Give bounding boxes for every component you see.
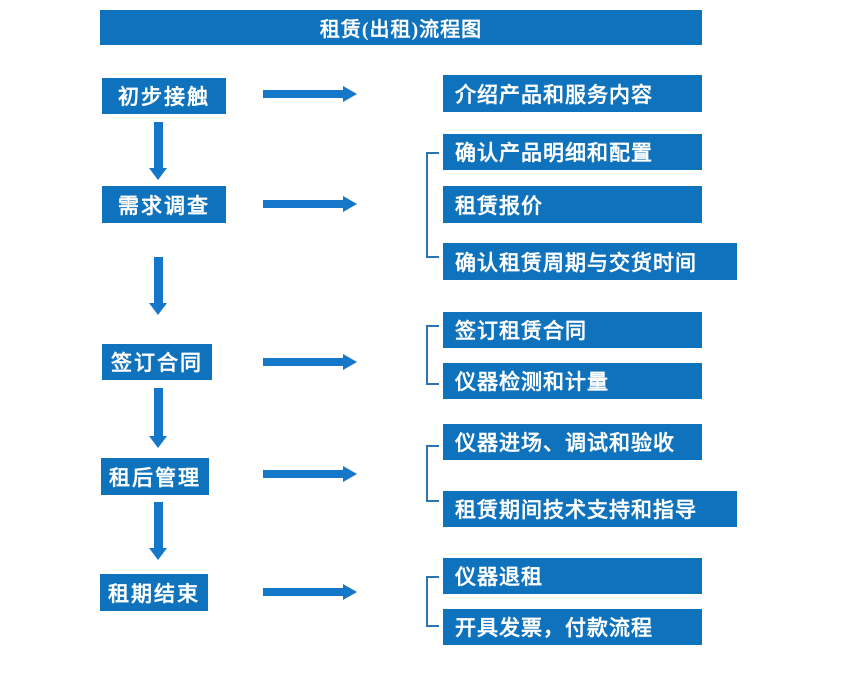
arrow-down-icon-2 (149, 257, 167, 315)
detail-box-instrument-setup: 仪器进场、调试和验收 (443, 424, 702, 460)
step-box-rental-end: 租期结束 (100, 574, 208, 611)
arrow-right-icon-3 (263, 354, 357, 370)
bracket-group-sign-contract (426, 325, 439, 385)
detail-box-invoice-payment: 开具发票，付款流程 (443, 609, 702, 645)
detail-box-instrument-testing: 仪器检测和计量 (443, 363, 702, 399)
bracket-group-post-rental (426, 445, 439, 502)
flowchart-title: 租赁(出租)流程图 (100, 10, 702, 45)
arrow-down-icon-4 (149, 502, 167, 560)
detail-box-instrument-return: 仪器退租 (443, 558, 702, 594)
detail-box-sign-rental-contract: 签订租赁合同 (443, 312, 702, 348)
arrow-right-icon-4 (263, 466, 357, 482)
bracket-group-rental-end (426, 576, 439, 627)
arrow-right-icon-2 (263, 196, 357, 212)
step-box-sign-contract: 签订合同 (102, 344, 212, 380)
detail-box-introduce-products: 介绍产品和服务内容 (443, 75, 702, 112)
arrow-down-icon-1 (149, 122, 167, 180)
detail-box-rental-quotation: 租赁报价 (443, 186, 702, 223)
step-box-initial-contact: 初步接触 (102, 78, 226, 114)
arrow-right-icon-1 (263, 86, 357, 102)
detail-box-confirm-period: 确认租赁周期与交货时间 (443, 243, 737, 280)
arrow-right-icon-5 (263, 584, 357, 600)
step-box-post-rental-management: 租后管理 (101, 458, 209, 495)
step-box-demand-survey: 需求调查 (102, 186, 226, 223)
bracket-group-demand-survey (426, 152, 439, 258)
arrow-down-icon-3 (149, 388, 167, 448)
detail-box-tech-support: 租赁期间技术支持和指导 (443, 491, 737, 527)
detail-box-confirm-product-spec: 确认产品明细和配置 (443, 134, 702, 170)
